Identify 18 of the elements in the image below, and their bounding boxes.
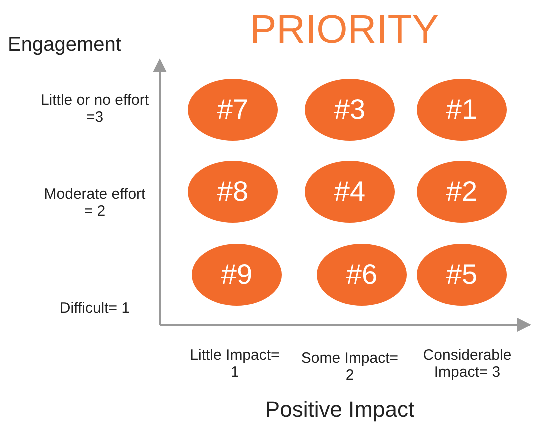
chart-title: PRIORITY — [250, 8, 439, 53]
axis-label: Little Impact= 1 — [190, 347, 280, 381]
priority-ellipse: #6 — [317, 244, 407, 306]
priority-ellipse: #1 — [417, 79, 507, 141]
priority-ellipse: #4 — [305, 161, 395, 223]
axis-label: Moderate effort = 2 — [43, 186, 147, 220]
axis-title: Positive Impact — [264, 397, 416, 423]
axis-title: Engagement — [8, 34, 122, 57]
priority-ellipse: #5 — [417, 244, 507, 306]
axis-label: Some Impact= 2 — [300, 350, 400, 384]
priority-ellipse: #3 — [305, 79, 395, 141]
priority-ellipse: #8 — [188, 161, 278, 223]
axis-label: Difficult= 1 — [58, 300, 132, 317]
axis-label: Little or no effort =3 — [40, 92, 150, 126]
priority-ellipse: #7 — [188, 79, 278, 141]
axis-label: Considerable Impact= 3 — [422, 347, 513, 381]
priority-ellipse: #9 — [192, 244, 282, 306]
priority-ellipse: #2 — [417, 161, 507, 223]
